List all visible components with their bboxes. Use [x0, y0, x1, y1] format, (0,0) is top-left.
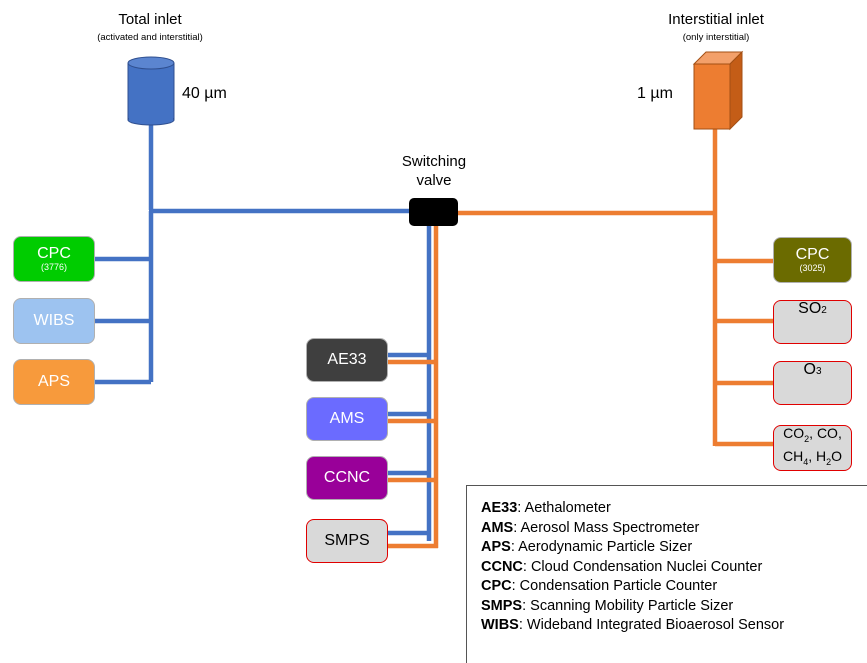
legend-text: : Aerosol Mass Spectrometer [513, 519, 700, 536]
orange-lines [388, 128, 773, 549]
gas-h2o-a: , H [808, 448, 827, 464]
legend-abbr: APS [481, 539, 511, 555]
gas-h2o-b: O [831, 448, 843, 464]
legend-row: SMPS: Scanning Mobility Particle Sizer [481, 597, 867, 617]
gas-ch4: CH [782, 448, 804, 464]
instrument-ccnc: CCNC [306, 456, 388, 500]
instrument-cpc-3776: CPC (3776) [13, 236, 95, 282]
legend-abbr: CCNC [481, 558, 523, 575]
legend-text: : Aethalometer [517, 500, 611, 516]
instrument-ae33: AE33 [306, 338, 388, 382]
gas-line-1: CO2, CO, [783, 425, 842, 448]
legend-text: : Condensation Particle Counter [511, 578, 718, 594]
instrument-model: (3025) [799, 262, 826, 273]
instrument-model: (3776) [40, 261, 67, 272]
instrument-smps: SMPS [306, 519, 388, 563]
interstitial-inlet-title: Interstitial inlet [668, 11, 764, 28]
legend-row: CCNC: Cloud Condensation Nuclei Counter [481, 558, 867, 578]
blue-lines [95, 118, 432, 541]
legend-row: AE33: Aethalometer [481, 499, 867, 519]
legend-text: : Aerodynamic Particle Sizer [510, 539, 693, 555]
instrument-wibs: WIBS [13, 298, 95, 344]
instrument-label: AE33 [327, 351, 367, 368]
gas-h2o-subscript: 2 [826, 456, 832, 467]
abbreviation-legend: AE33: Aethalometer AMS: Aerosol Mass Spe… [466, 485, 867, 663]
instrument-label: CPC [37, 244, 71, 262]
legend-text: : Wideband Integrated Bioaerosol Sensor [518, 617, 785, 633]
legend-abbr: CPC [481, 578, 512, 594]
legend-abbr: WIBS [481, 617, 519, 633]
interstitial-inlet-box [692, 50, 744, 131]
gas-co2: CO [783, 425, 805, 442]
interstitial-inlet-subtitle: (only interstitial) [682, 32, 750, 43]
total-inlet-size: 40 µm [182, 85, 227, 102]
legend-row: WIBS: Wideband Integrated Bioaerosol Sen… [481, 616, 867, 636]
total-inlet-cylinder [127, 56, 175, 126]
total-inlet-title: Total inlet [118, 11, 182, 28]
gas-line-2: CH4, H2O [783, 448, 842, 471]
instrument-aps: APS [13, 359, 95, 405]
valve-label-line1: Switching [401, 153, 467, 170]
instrument-greenhouse-gases: CO2, CO, CH4, H2O [773, 425, 852, 471]
legend-row: CPC: Condensation Particle Counter [481, 577, 867, 597]
legend-abbr: AMS [481, 519, 514, 536]
instrument-cpc-3025: CPC (3025) [773, 237, 852, 283]
valve-label-line2: valve [416, 172, 452, 189]
instrument-ams: AMS [306, 397, 388, 441]
total-inlet-subtitle: (activated and interstitial) [97, 32, 203, 43]
instrument-label: CCNC [323, 469, 371, 486]
instrument-label: O [803, 361, 816, 378]
gas-co2-subscript: 2 [804, 434, 810, 444]
gas-ch4-subscript: 4 [803, 456, 809, 467]
legend-text: : Scanning Mobility Particle Sizer [522, 597, 734, 614]
instrument-label-subscript: 2 [821, 305, 827, 316]
legend-row: APS: Aerodynamic Particle Sizer [481, 538, 867, 558]
instrument-label: SMPS [324, 532, 370, 549]
instrument-label: SO [798, 300, 822, 317]
legend-row: AMS: Aerosol Mass Spectrometer [481, 519, 867, 539]
instrument-label: WIBS [33, 312, 75, 329]
switching-valve [409, 198, 458, 226]
legend-abbr: SMPS [481, 597, 523, 614]
legend-text: : Cloud Condensation Nuclei Counter [522, 558, 763, 575]
interstitial-inlet-size: 1 µm [637, 85, 673, 102]
legend-abbr: AE33 [481, 500, 518, 516]
instrument-label-subscript: 3 [815, 366, 822, 377]
gas-co: , CO, [809, 425, 842, 442]
instrument-label: AMS [329, 410, 365, 427]
switching-valve-label: Switching valve [386, 152, 482, 190]
instrument-label: CPC [795, 245, 830, 263]
instrument-label: APS [37, 373, 70, 390]
